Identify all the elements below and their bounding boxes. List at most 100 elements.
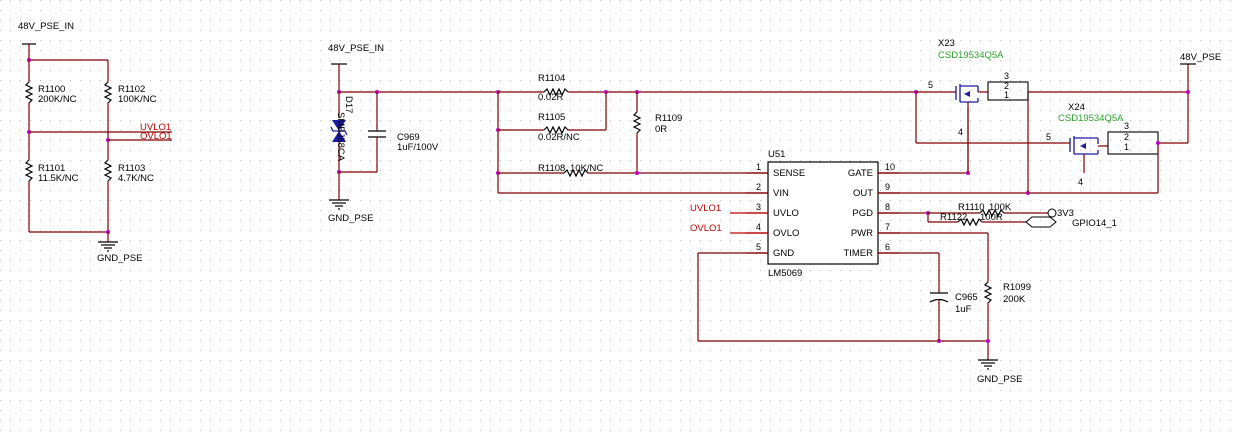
r1099-value: 200K [1003,294,1026,305]
r1110-ref: R1110 [958,202,985,213]
port-gpio14-1 [1025,216,1057,228]
input-protection: 48V_PSE_IN D17 SMBJ58CA C969 1uF/100V [328,43,498,224]
x23-pin-2: 2 [1004,81,1009,91]
x24-pin-2: 2 [1124,132,1129,142]
pin-number: 9 [885,182,890,192]
r1109-value: 0R [655,124,667,135]
resistor-r1102 [103,81,113,104]
net-label-48v-pse-in-left: 48V_PSE_IN [18,21,74,32]
r1100-value: 200K/NC [38,94,77,105]
ground-symbol-right [978,359,998,370]
pin-number: 6 [885,242,890,252]
r1099-ref: R1099 [1003,282,1031,293]
pin-number: 5 [756,242,761,252]
r1102-value: 100K/NC [118,94,157,105]
pin-number: 4 [756,222,761,232]
ground-symbol-left [98,241,118,252]
r1100-ref: R1100 [38,84,65,95]
x23-pin-1: 1 [1004,90,1009,100]
resistor-r1104 [543,87,569,97]
net-label-48v-pse: 48V_PSE [1180,52,1221,63]
c965-value: 1uF [955,304,972,315]
x23-ref: X23 [938,38,955,49]
d17-ref: D17 [343,96,354,113]
r1105-ref: R1105 [538,112,565,123]
c969-value: 1uF/100V [397,142,439,153]
uvlo-ovlo-divider: 48V_PSE_IN R1100 200K/NC R1101 11.5K/NC … [18,21,172,264]
mosfet-x24: X24 CSD19534Q5A 5 4 3 2 1 48V_PSE [1046,52,1221,193]
tvs-diode-d17 [330,120,348,142]
pin-name: UVLO [773,208,799,219]
port-3v3 [1047,208,1057,218]
resistor-r1110 [979,208,1005,218]
net-label-uvlo1-ic: UVLO1 [690,203,721,214]
ic-uvlo-ovlo-inputs: UVLO1 OVLO1 [690,203,768,234]
r1102-ref: R1102 [118,84,145,95]
r1122-ref: R1122 [940,212,967,223]
net-label-48v-pse-in-mid: 48V_PSE_IN [328,43,384,54]
resistor-r1101 [24,159,34,182]
x24-pin-gate: 5 [1046,132,1051,142]
resistor-r1122 [957,217,983,227]
r1110-value: 100K [989,202,1012,213]
net-label-ovlo1-ic: OVLO1 [690,223,722,234]
resistor-r1103 [103,159,113,182]
d17-value: SMBJ58CA [335,112,346,162]
resistor-r1099 [983,281,993,304]
pin-name: PWR [851,228,873,239]
r1103-ref: R1103 [118,163,145,174]
pin-name: OUT [853,188,873,199]
net-label-ovlo1-left: OVLO1 [140,131,172,142]
net-label-gnd-pse-right: GND_PSE [977,374,1022,385]
pin-number: 8 [885,202,890,212]
pin-number: 1 [756,162,761,172]
r1104-ref: R1104 [538,73,565,84]
pin-name: VIN [773,188,789,199]
resistor-r1100 [24,81,34,104]
pin-number: 3 [756,202,761,212]
pin-number: 7 [885,222,890,232]
pin-name: OVLO [773,228,799,239]
x23-pin-tab: 4 [958,127,963,137]
r1103-value: 4.7K/NC [118,173,154,184]
capacitor-c965-plate-bottom [929,298,949,303]
x23-value: CSD19534Q5A [938,50,1004,61]
pgd-network: 3V3 R1110 100K GPIO14_1 R1122 100R [878,202,1117,229]
net-label-gnd-pse-mid: GND_PSE [328,213,373,224]
x24-pin-tab: 4 [1078,177,1083,187]
pin-name: TIMER [843,248,873,259]
pin-name: GATE [848,168,873,179]
pin-name: SENSE [773,168,805,179]
r1101-ref: R1101 [38,163,65,174]
ground-symbol-mid [329,199,349,210]
r1109-ref: R1109 [655,113,682,124]
r1122-value: 100R [980,212,1003,223]
mosfet-x23: X23 CSD19534Q5A 5 4 3 2 1 [916,38,1188,173]
r1108-value: 10K/NC [570,163,603,174]
gnd-timer-loop: C965 1uF R1099 200K GND_PSE [697,232,1031,385]
net-label-gnd-pse-left: GND_PSE [97,253,142,264]
resistor-r1105 [543,125,569,135]
r1104-value: 0.02R [538,92,563,103]
r1101-value: 11.5K/NC [38,173,79,184]
x24-pin-1: 1 [1124,142,1129,152]
net-label-uvlo1-left: UVLO1 [140,122,171,133]
u51-part: LM5069 [768,268,802,279]
resistor-r1108 [563,168,589,178]
pin-number: 2 [756,182,761,192]
x24-ref: X24 [1068,102,1085,113]
sense-network: R1104 0.02R R1105 0.02R/NC R1109 0R R110… [496,73,916,194]
pin-name: PGD [852,208,873,219]
x24-value: CSD19534Q5A [1058,113,1124,124]
resistor-r1109 [632,111,642,134]
c969-ref: C969 [397,132,420,143]
x23-pin-3: 3 [1004,71,1009,81]
net-label-3v3: 3V3 [1057,208,1074,219]
r1108-ref: R1108 [538,163,565,174]
x24-pin-3: 3 [1124,121,1129,131]
